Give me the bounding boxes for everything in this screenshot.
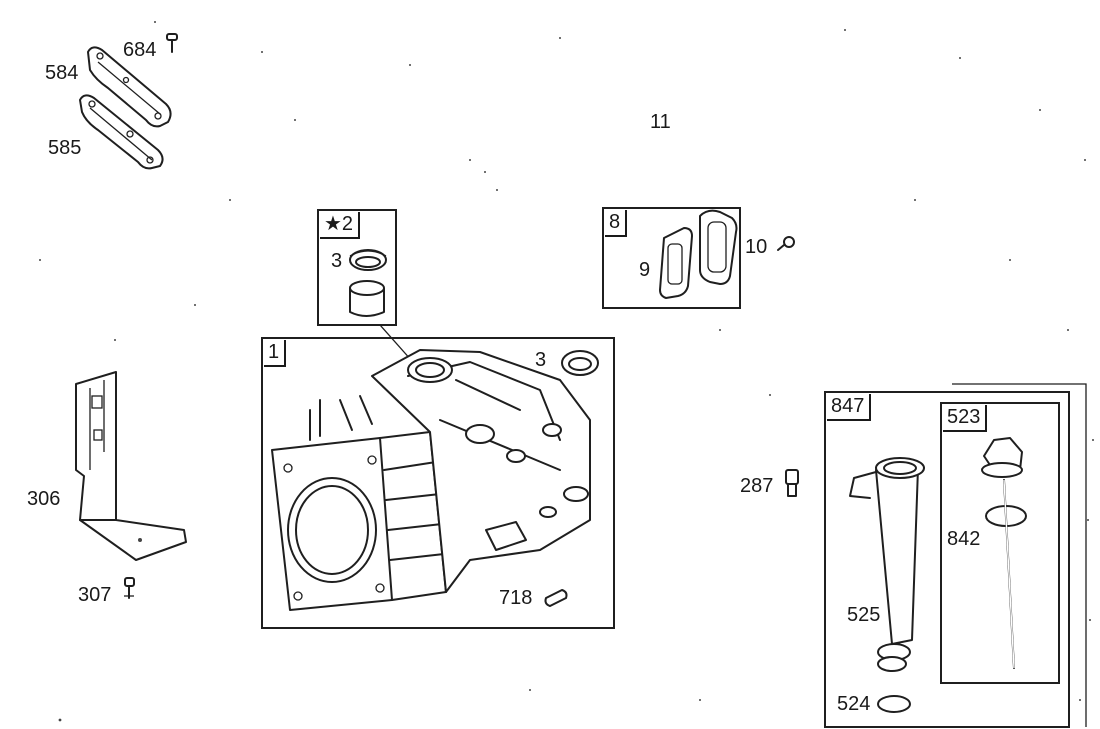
callout-287: 287 <box>740 475 774 497</box>
cylinder-block <box>271 349 591 611</box>
callout-3b: 3 <box>535 349 547 371</box>
scan-speckles <box>39 21 1094 722</box>
dipstick-842 <box>985 479 1027 669</box>
screw-10 <box>777 236 795 251</box>
pin-718 <box>544 589 568 607</box>
tube-11 <box>660 72 732 162</box>
frame-shadow <box>952 383 1087 727</box>
callout-842: 842 <box>947 528 981 550</box>
callout-684: 684 <box>123 39 157 61</box>
kit-8-frame <box>602 207 741 309</box>
shield-306 <box>75 371 187 561</box>
screw-307 <box>124 577 135 599</box>
callout-307: 307 <box>78 584 112 606</box>
screw-684 <box>166 33 178 53</box>
dipstick-cap-523 <box>981 437 1023 478</box>
kit-523-frame <box>940 402 1060 684</box>
callout-584: 584 <box>45 62 79 84</box>
dipstick-tube-525 <box>849 457 925 672</box>
callout-2: ★2 <box>320 212 361 239</box>
callout-525: 525 <box>847 604 881 626</box>
fitting-287 <box>785 469 799 497</box>
callout-1: 1 <box>264 340 287 367</box>
callout-3a: 3 <box>331 250 343 272</box>
gasket-9 <box>659 227 693 299</box>
piston <box>349 280 385 317</box>
oring-524 <box>877 695 911 713</box>
callout-10: 10 <box>745 236 768 258</box>
gasket-585 <box>79 94 164 170</box>
callout-9: 9 <box>639 259 651 281</box>
callout-11: 11 <box>650 111 671 133</box>
kit-847-frame <box>824 391 1070 728</box>
ring-set-3 <box>349 249 387 271</box>
kit-2-frame <box>317 209 397 326</box>
callout-306: 306 <box>27 488 61 510</box>
callout-8: 8 <box>605 210 628 237</box>
cover-gasket <box>699 209 738 285</box>
callout-718: 718 <box>499 587 533 609</box>
ring-set-3b <box>561 350 599 376</box>
callout-585: 585 <box>48 137 82 159</box>
callout-847: 847 <box>827 394 872 421</box>
gasket-584 <box>87 46 172 128</box>
callout-523: 523 <box>943 405 988 432</box>
block-1-frame <box>261 337 615 629</box>
callout-524: 524 <box>837 693 871 715</box>
